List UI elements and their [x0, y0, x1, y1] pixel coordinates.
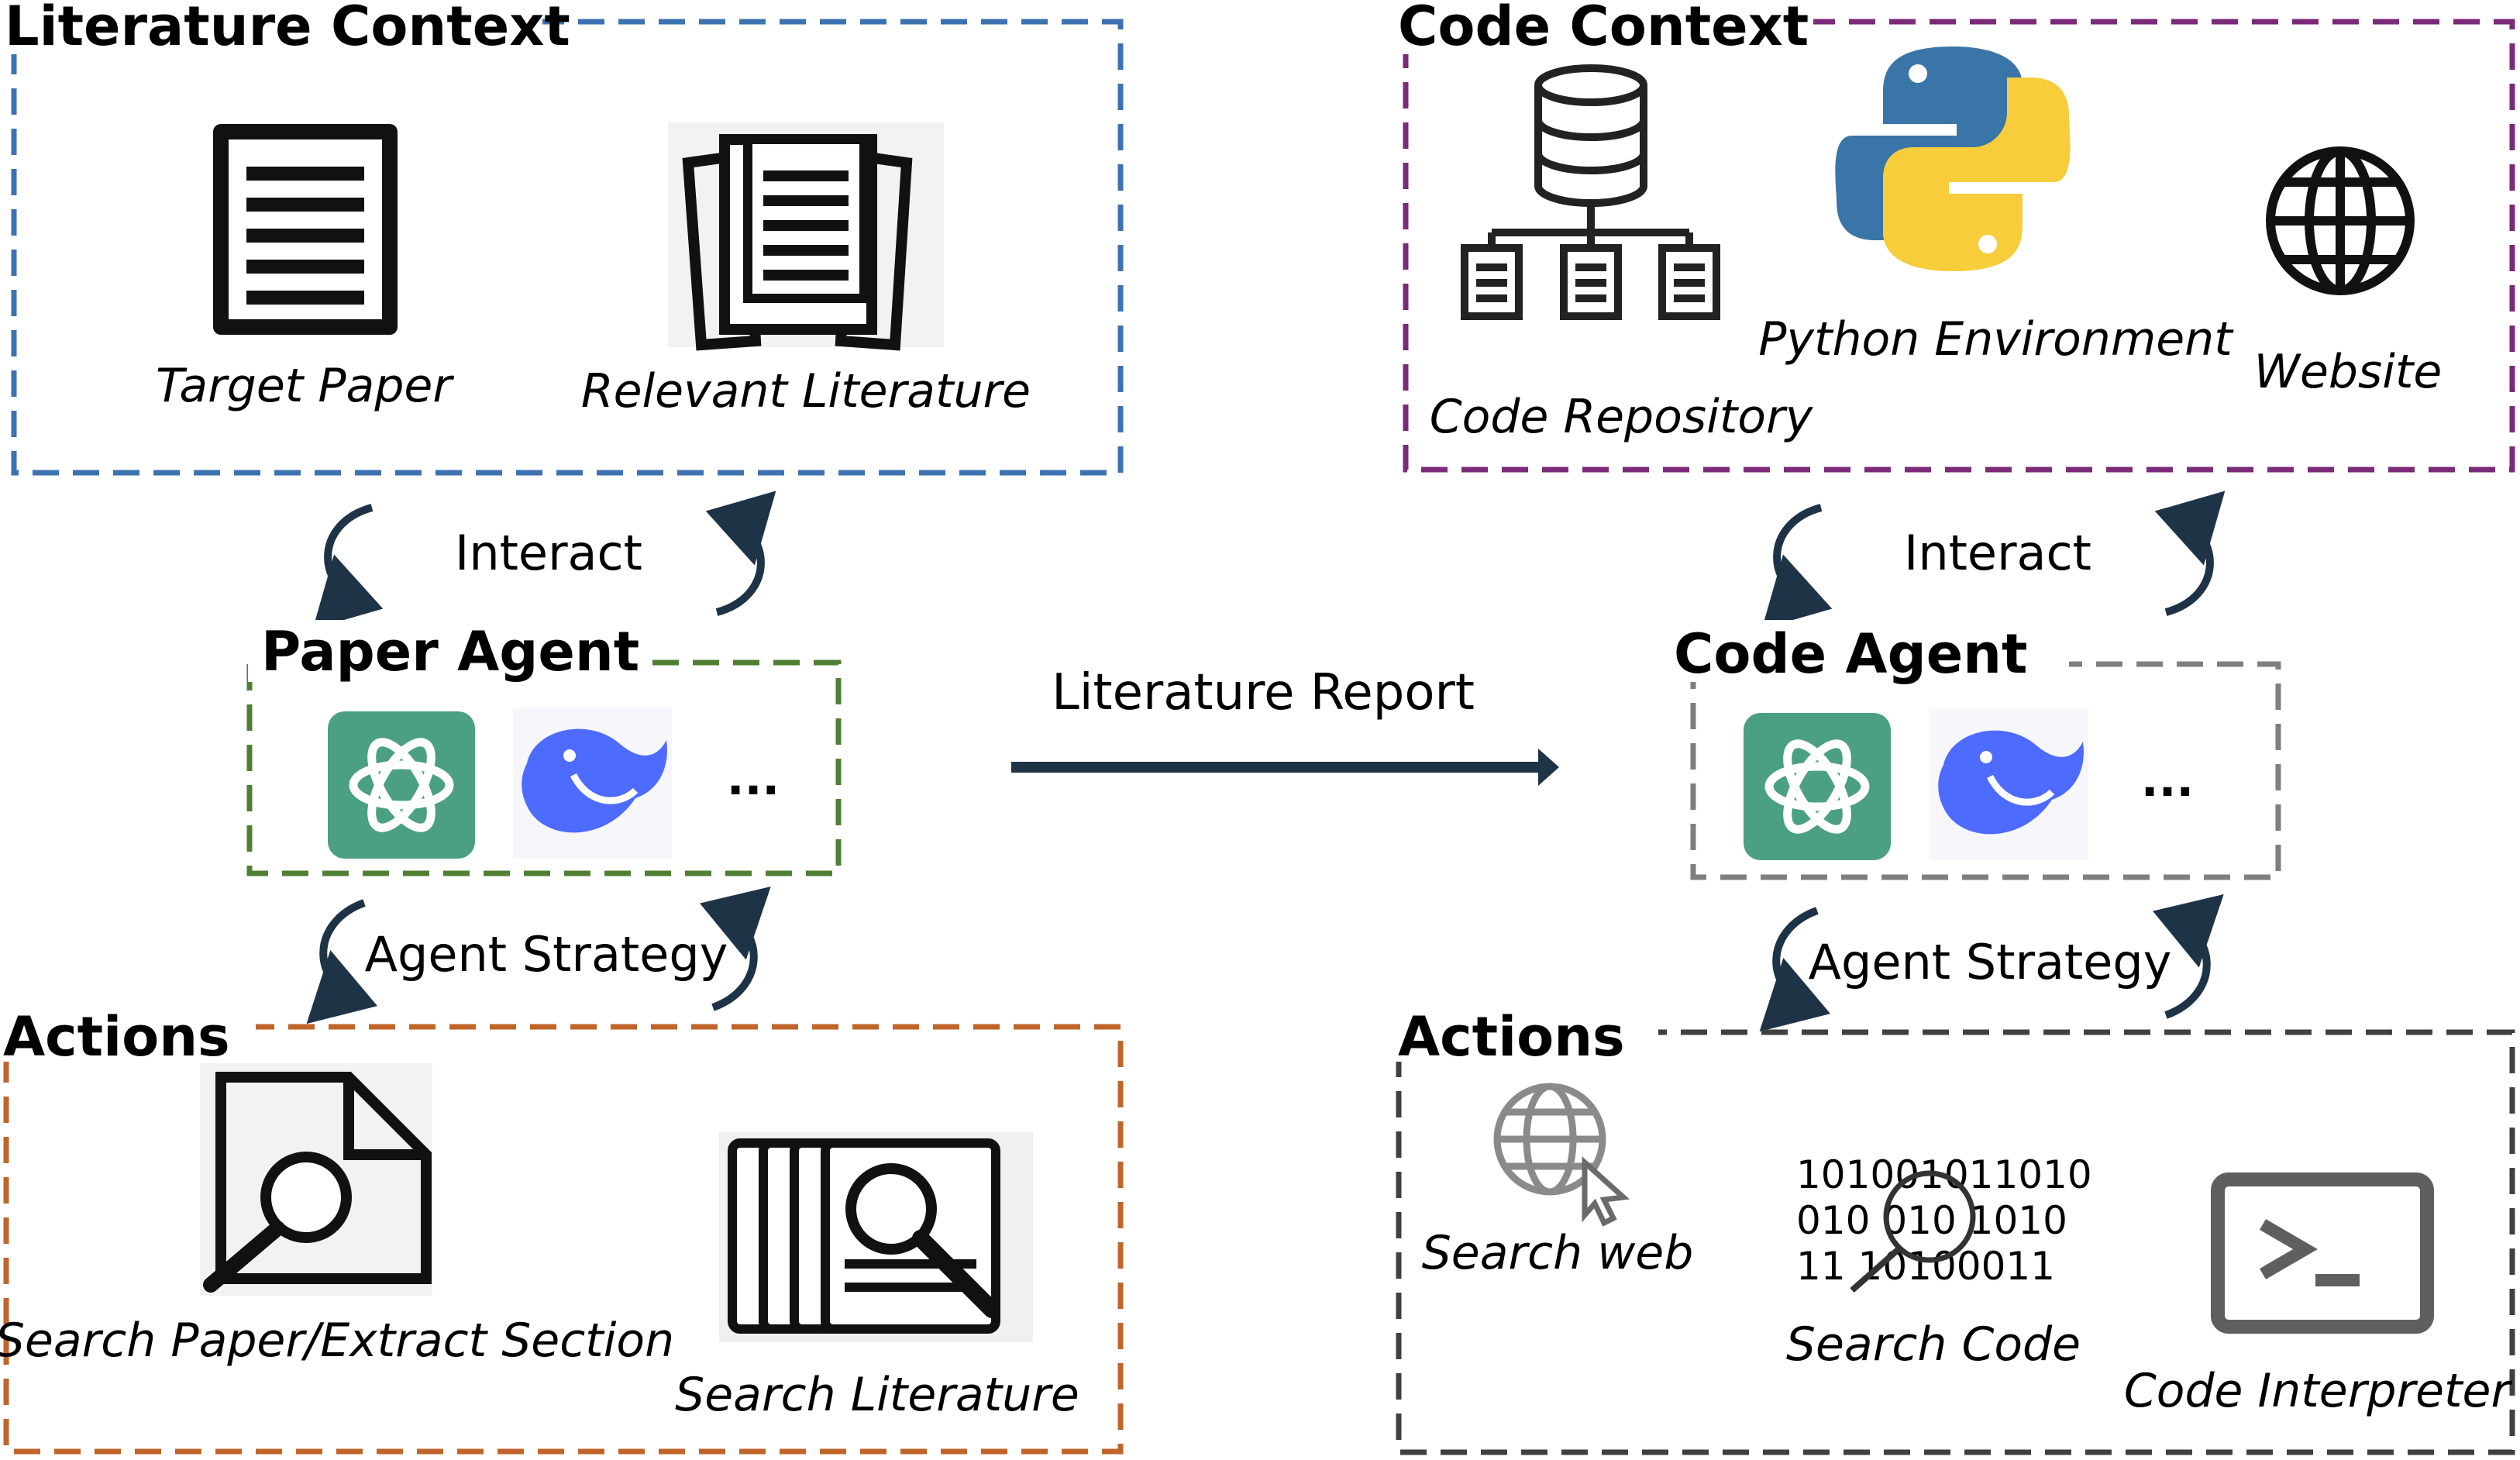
- binary-search-icon: 101001011010 010 010 1010 11 10100011: [1796, 1152, 2092, 1293]
- python-logo-icon: [1835, 46, 2071, 271]
- code-interact-label: Interact: [1904, 525, 2091, 581]
- paper-actions-panel: Actions Search Paper/Extract Section Sea…: [0, 1000, 1124, 1455]
- web-search-icon: [1493, 1083, 1630, 1227]
- cycle-arrow-right-icon: [700, 886, 771, 1011]
- code-agent-title: Code Agent: [1674, 622, 2027, 686]
- cycle-arrow-left-icon: [312, 504, 384, 629]
- search-literature-label: Search Literature: [675, 1368, 1079, 1422]
- literature-context-panel: Literature Context Target Paper Relevant: [0, 0, 1124, 476]
- code-agent-panel: Code Agent ...: [1666, 620, 2281, 880]
- literature-report-label: Literature Report: [1052, 664, 1475, 721]
- database-tree-icon: [1461, 64, 1720, 320]
- openai-icon: [1744, 713, 1891, 860]
- document-icon: [213, 124, 398, 335]
- svg-text:11 10100011: 11 10100011: [1796, 1244, 2055, 1289]
- code-repository-label: Code Repository: [1430, 390, 1814, 444]
- cycle-arrow-right-icon: [705, 491, 776, 616]
- target-paper-label: Target Paper: [156, 359, 454, 413]
- code-agent-more: ...: [2141, 753, 2194, 807]
- cycle-arrow-right-icon: [2154, 491, 2226, 616]
- code-context-panel: Code Context Code Repository: [1395, 0, 2515, 473]
- paper-strategy-cycle: [306, 886, 771, 1024]
- paper-agent-panel: Paper Agent ...: [246, 620, 842, 876]
- paper-agent-more: ...: [727, 752, 780, 806]
- code-actions-title: Actions: [1398, 1005, 1625, 1069]
- cycle-arrow-right-icon: [2153, 894, 2224, 1019]
- website-label: Website: [2254, 345, 2443, 399]
- paper-interact-label: Interact: [455, 525, 642, 581]
- cycle-arrow-left-icon: [1761, 504, 1833, 629]
- code-context-border: [1403, 19, 2515, 473]
- openai-icon: [328, 711, 475, 859]
- report-arrowhead-icon: [1538, 749, 1559, 786]
- python-environment-label: Python Environment: [1758, 312, 2234, 367]
- paper-actions-border: [3, 1024, 1124, 1455]
- cycle-arrow-left-icon: [1759, 907, 1831, 1032]
- code-strategy-cycle: [1759, 894, 2224, 1032]
- documents-stack-icon: [668, 122, 944, 351]
- code-interpreter-label: Code Interpreter: [2124, 1364, 2513, 1418]
- cycle-arrow-left-icon: [306, 899, 378, 1024]
- search-web-label: Search web: [1422, 1226, 1694, 1280]
- paper-agent-title: Paper Agent: [261, 620, 639, 684]
- literature-context-border: [11, 19, 1124, 476]
- literature-context-title: Literature Context: [5, 0, 570, 58]
- literature-report-connector: Literature Report: [1011, 664, 1559, 786]
- file-search-icon: [200, 1063, 432, 1296]
- terminal-icon: [2211, 1172, 2434, 1334]
- literature-search-icon: [719, 1131, 1033, 1342]
- code-interact-cycle: [1761, 491, 2226, 629]
- deepseek-icon: [513, 708, 672, 859]
- paper-interact-cycle: [312, 491, 776, 629]
- globe-icon: [2266, 146, 2415, 295]
- code-actions-panel: Actions Search web 101001011010 010 010 …: [1391, 1000, 2515, 1455]
- search-paper-label: Search Paper/Extract Section: [0, 1314, 674, 1368]
- code-strategy-label: Agent Strategy: [1809, 934, 2172, 990]
- deepseek-icon: [1930, 709, 2088, 860]
- search-code-label: Search Code: [1786, 1317, 2081, 1372]
- paper-actions-title: Actions: [3, 1005, 230, 1069]
- relevant-literature-label: Relevant Literature: [581, 364, 1031, 418]
- code-context-title: Code Context: [1398, 0, 1809, 58]
- paper-strategy-label: Agent Strategy: [365, 926, 728, 983]
- svg-text:010 010 1010: 010 010 1010: [1796, 1198, 2067, 1243]
